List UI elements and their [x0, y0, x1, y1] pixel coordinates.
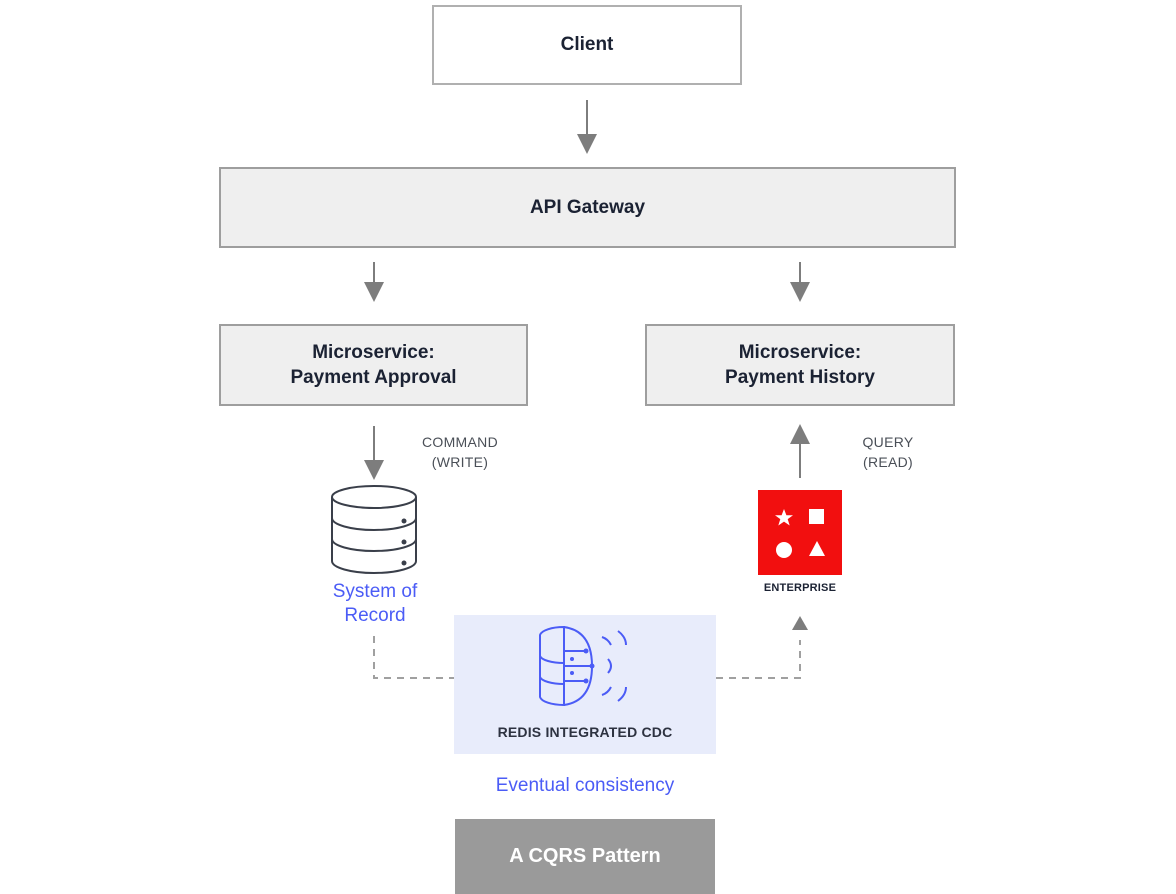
client-label: Client — [560, 34, 614, 55]
system-of-record-label: System of Record — [310, 580, 440, 628]
command-label-line2: (WRITE) — [431, 454, 489, 470]
star-shape — [775, 509, 793, 526]
redis-integrated-cdc-box — [454, 615, 716, 754]
eventual-consistency-label: Eventual consistency — [495, 775, 675, 796]
query-label-line2: (READ) — [862, 454, 914, 470]
cqrs-pattern-label: A CQRS Pattern — [509, 845, 661, 867]
microservice-history-line2: Payment History — [725, 367, 875, 388]
database-icon — [331, 485, 417, 574]
triangle-shape — [809, 541, 825, 556]
cqrs-pattern-box: A CQRS Pattern — [455, 819, 715, 894]
system-of-record-line1: System of — [332, 581, 418, 602]
client-box: Client — [432, 5, 742, 85]
query-label: QUERY (READ) — [838, 432, 938, 472]
cdc-icon — [539, 625, 627, 707]
dashed-record-to-cdc — [373, 636, 454, 679]
api-gateway-box: API Gateway — [219, 167, 956, 248]
microservice-payment-approval-box: Microservice: Payment Approval — [219, 324, 528, 406]
system-of-record-line2: Record — [344, 605, 406, 626]
redis-enterprise-logo — [758, 490, 842, 575]
microservice-approval-line2: Payment Approval — [290, 367, 457, 388]
microservice-approval-line1: Microservice: — [312, 342, 435, 363]
dashed-cdc-to-redis — [716, 640, 801, 679]
redis-shapes-icon — [775, 509, 825, 558]
command-label-line1: COMMAND — [422, 434, 498, 450]
arrow-cdc-to-redis-head — [792, 616, 808, 630]
enterprise-label: ENTERPRISE — [763, 582, 837, 594]
microservice-payment-history-box: Microservice: Payment History — [645, 324, 955, 406]
circle-shape — [776, 542, 792, 558]
square-shape — [809, 509, 824, 524]
query-label-line1: QUERY — [862, 434, 914, 450]
command-label: COMMAND (WRITE) — [404, 432, 516, 472]
microservice-history-line1: Microservice: — [738, 342, 862, 363]
gateway-label: API Gateway — [529, 196, 646, 218]
cdc-label: REDIS INTEGRATED CDC — [497, 724, 673, 740]
